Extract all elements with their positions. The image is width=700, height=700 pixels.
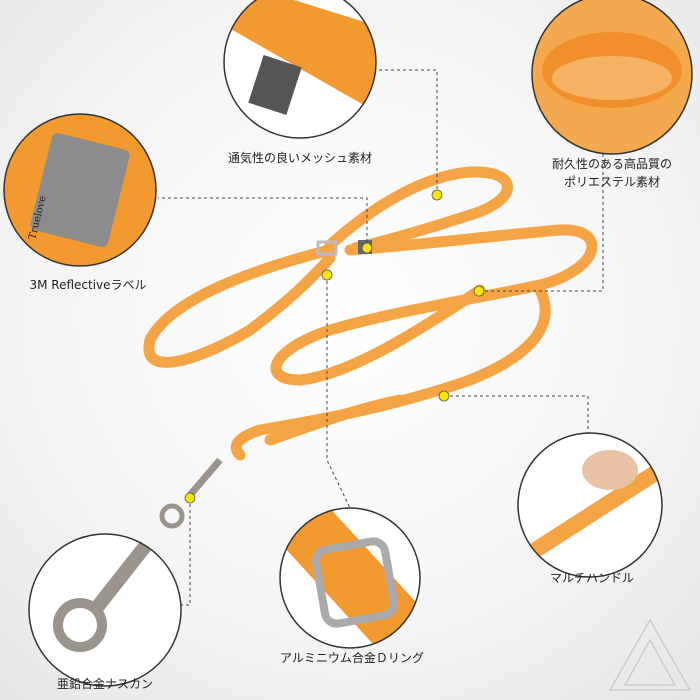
label-mesh: 通気性の良いメッシュ素材 xyxy=(227,151,373,165)
d-ring-circle xyxy=(280,508,420,648)
callout-lines xyxy=(158,69,604,606)
mesh-detail-circle xyxy=(224,0,376,138)
label-multi-handle: マルチハンドル xyxy=(549,571,635,585)
label-reflective: 3M Reflectiveラベル xyxy=(29,278,147,292)
watermark-icon xyxy=(608,618,692,691)
reflective-label-circle: Truelove xyxy=(4,114,156,266)
label-snap-hook: 亜鉛合金ナスカン xyxy=(56,677,154,691)
label-polyester-1: 耐久性のある高品質の xyxy=(551,157,673,171)
label-polyester-2: ポリエステル素材 xyxy=(563,175,661,189)
label-d-ring: アルミニウム合金Ｄリング xyxy=(280,651,424,665)
dot-handle xyxy=(438,390,450,402)
polyester-detail-circle xyxy=(532,0,692,154)
dot-snap-hook xyxy=(184,492,196,504)
snap-hook-circle xyxy=(29,534,181,686)
callout-dots xyxy=(184,189,485,504)
dot-polyester xyxy=(473,285,485,297)
dot-mesh xyxy=(431,189,443,201)
dot-d-ring xyxy=(321,269,333,281)
multi-handle-circle xyxy=(518,433,662,577)
leash xyxy=(143,166,598,461)
dot-reflective xyxy=(361,242,373,254)
